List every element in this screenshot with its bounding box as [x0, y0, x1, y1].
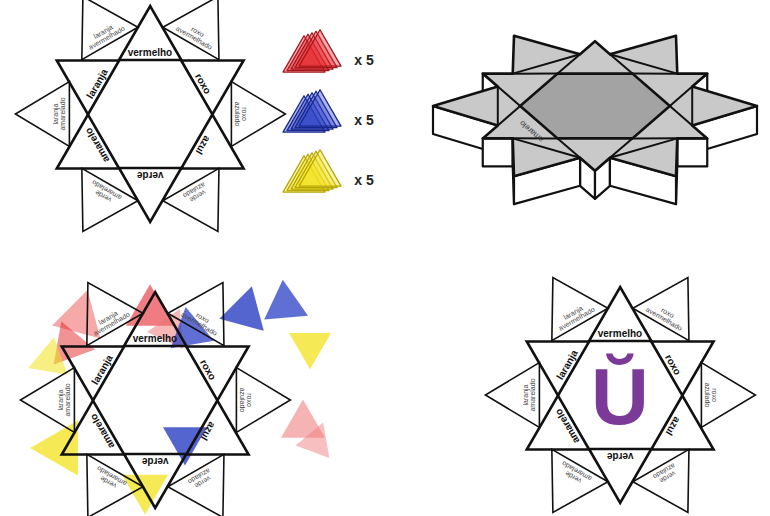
- color-name: laranja amarelado: [52, 97, 67, 130]
- tray-divider: [498, 106, 520, 125]
- triangle-outline: [167, 267, 250, 346]
- color-name: verde: [142, 456, 169, 468]
- triangle-outline: [632, 262, 715, 341]
- tray-wall: [677, 138, 707, 166]
- color-name: roxo: [663, 352, 684, 377]
- triangle-outline: [59, 454, 142, 516]
- tray-divider: [513, 138, 580, 157]
- color-name: roxo azulado: [703, 383, 718, 408]
- tray-divider: [670, 87, 692, 106]
- tray-center: [520, 74, 670, 139]
- mixed-color-triangle: roxo azulado: [236, 368, 290, 433]
- count-label: x 5: [354, 53, 373, 67]
- tray-top: [433, 36, 757, 176]
- triangle-outline: [54, 168, 137, 247]
- color-name: verde: [607, 451, 634, 463]
- mixed-color-triangle: laranja amarelado: [15, 82, 69, 147]
- tray-divider: [498, 87, 520, 106]
- transparent-triangle: [299, 150, 341, 186]
- count-label: x 5: [354, 113, 373, 127]
- mixed-color-triangle: roxo azulado: [701, 363, 755, 428]
- triangle-outline: [181, 33, 259, 114]
- color-name: verde: [137, 170, 164, 182]
- color-name: roxo avermelhado: [644, 300, 687, 334]
- mixed-color-triangle: laranja amarelado: [20, 368, 74, 433]
- triangle-outline: [511, 395, 589, 476]
- color-name: roxo avermelhado: [174, 19, 217, 53]
- color-name: laranja amarelado: [57, 383, 72, 416]
- color-name: vermelho: [133, 333, 177, 345]
- transparent-triangle: [219, 286, 263, 330]
- center-letter: Ŭ: [591, 357, 649, 437]
- transparent-triangle: [264, 280, 308, 320]
- color-name: roxo azulado: [233, 102, 248, 127]
- transparent-triangle: [299, 30, 341, 66]
- triangle-outline: [524, 262, 607, 341]
- tray-divider: [497, 87, 499, 126]
- tray-divider: [610, 138, 677, 157]
- color-name: roxo: [198, 357, 219, 382]
- triangle-outline: [651, 314, 729, 395]
- triangle-outline: [524, 449, 607, 516]
- transparent-triangle: [289, 333, 331, 369]
- triangle-outline: [701, 363, 755, 428]
- color-name: verde azulado: [186, 466, 215, 492]
- triangle-outline: [15, 82, 69, 147]
- tray-wall: [483, 138, 513, 166]
- color-name: azul: [664, 415, 684, 438]
- color-name: verde azulado: [651, 461, 680, 487]
- tray-divider: [513, 54, 580, 73]
- color-name: vermelho: [598, 328, 642, 340]
- mixed-color-triangle: roxo azulado: [231, 82, 285, 147]
- mixed-color-triangle: laranja amarelado: [485, 363, 539, 428]
- tray-divider: [670, 106, 692, 125]
- tray-divider: [632, 73, 677, 75]
- triangle-outline: [20, 368, 74, 433]
- triangle-outline: [186, 319, 264, 400]
- triangle-stacks: [283, 30, 341, 192]
- transparent-triangle: [296, 422, 330, 457]
- tray-divider: [632, 137, 677, 139]
- color-name: roxo azulado: [238, 388, 253, 413]
- triangle-outline: [485, 363, 539, 428]
- count-label: x 5: [354, 173, 373, 187]
- color-name: azul: [199, 420, 219, 443]
- triangle-outline: [46, 400, 124, 481]
- color-name: laranja amarelado: [522, 378, 537, 411]
- triangle-outline: [59, 267, 142, 346]
- tray-divider: [513, 73, 558, 75]
- transparent-triangle: [299, 90, 341, 126]
- triangle-outline: [54, 0, 137, 60]
- triangle-outline: [162, 0, 245, 60]
- transparent-triangle: [28, 337, 67, 375]
- triangle-outline: [41, 114, 119, 195]
- triangle-outline: [231, 82, 285, 147]
- color-name: azul: [194, 134, 214, 157]
- tray-divider: [610, 54, 677, 73]
- triangle-outline: [236, 368, 290, 433]
- tray-divider: [691, 87, 693, 126]
- color-name: roxo: [193, 71, 214, 96]
- color-name: vermelho: [128, 47, 172, 59]
- color-name: verde azulado: [181, 180, 210, 206]
- transparent-triangle: [30, 421, 78, 476]
- tray-illustration: [433, 36, 757, 204]
